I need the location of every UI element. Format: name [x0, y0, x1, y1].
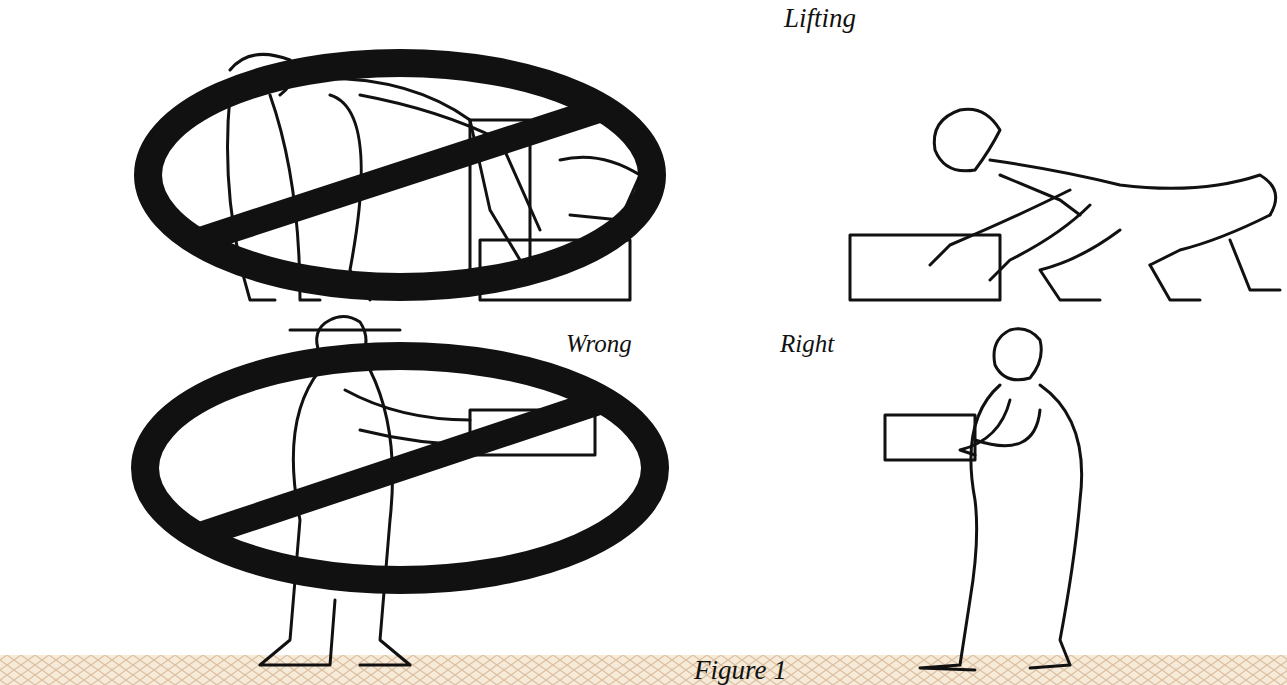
standing-close-figure [885, 329, 1082, 670]
figure-caption: Figure 1 [690, 656, 791, 685]
wrong-label: Wrong [562, 330, 636, 358]
squatting-figure [850, 109, 1280, 300]
prohibition-sign [148, 63, 652, 287]
footer-strip [0, 655, 1287, 685]
figure-title: Lifting [780, 4, 860, 34]
prohibition-sign [145, 356, 655, 580]
right-label: Right [776, 330, 838, 358]
